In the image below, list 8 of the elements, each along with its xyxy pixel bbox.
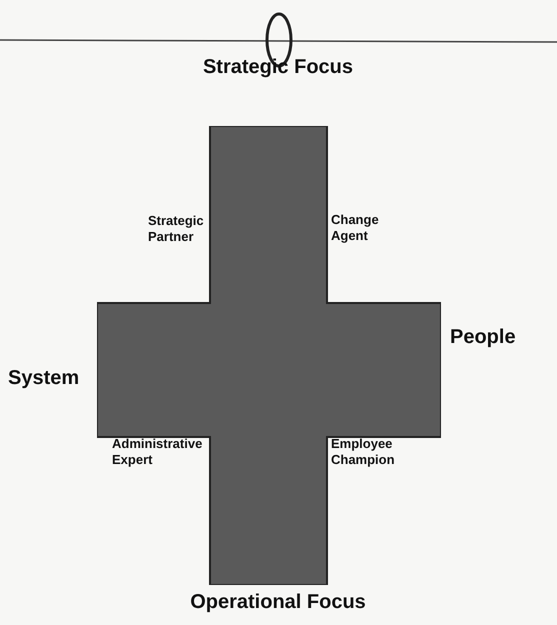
axis-label: People bbox=[450, 325, 517, 349]
quadrant-label: Employee Champion bbox=[331, 436, 396, 468]
quadrant-label: Change Agent bbox=[331, 212, 380, 244]
axis-label: Strategic Focus bbox=[202, 55, 354, 79]
quadrant-label: Strategic Partner bbox=[148, 213, 205, 244]
axis-label: Operational Focus bbox=[189, 590, 367, 614]
axis-label: System bbox=[8, 366, 80, 390]
quadrant-label: Administrative Expert bbox=[112, 436, 204, 468]
